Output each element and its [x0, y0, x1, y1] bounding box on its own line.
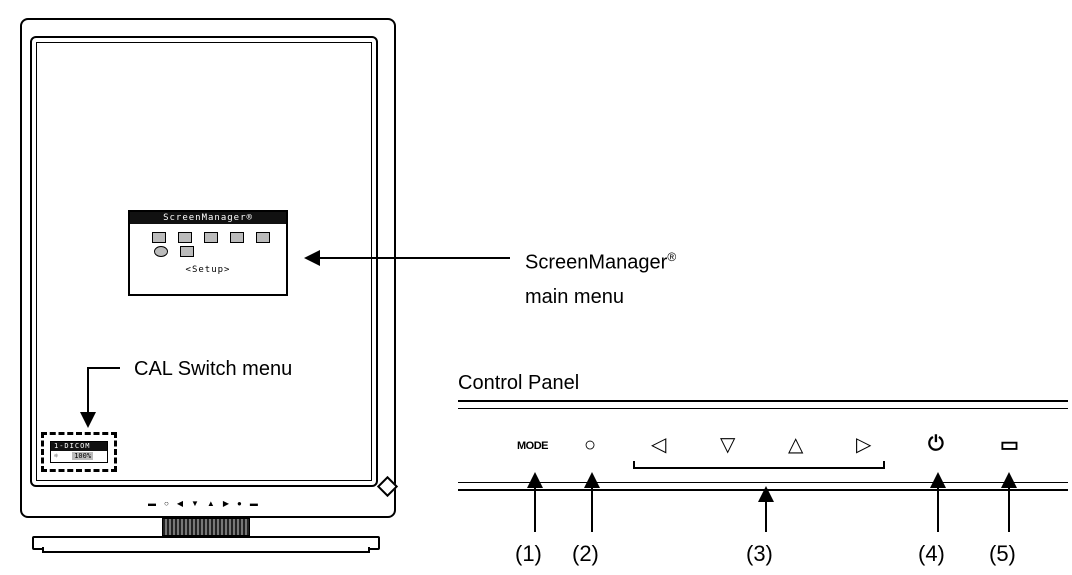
mode-button[interactable]: MODE	[517, 440, 549, 452]
brightness-value: 100%	[72, 452, 94, 460]
brightness-icon: ☼	[54, 452, 59, 460]
panel-top-rule	[458, 400, 1068, 402]
power-indicator-icon: ▭	[1000, 434, 1019, 456]
registered-mark: ®	[667, 250, 677, 264]
arrow-5	[1001, 472, 1017, 488]
label-4: (4)	[918, 541, 945, 566]
color-menu-icon	[152, 232, 166, 243]
information-menu-icon	[256, 232, 270, 243]
screenmanager-title: ScreenManager®	[130, 212, 286, 224]
cal-switch-highlight-box	[41, 432, 117, 472]
screen-menu-icon	[178, 232, 192, 243]
monitor-front-buttons: ▬ ○ ◀ ▼ ▲ ▶ ● ▬	[148, 499, 258, 509]
left-mini-icon: ◀	[176, 499, 183, 508]
right-mini-icon: ▶	[222, 499, 229, 508]
stand-neck	[162, 518, 250, 536]
exit-menu-icon	[180, 246, 194, 257]
cal-switch-mode: 1-DICOM	[51, 442, 107, 451]
label-2: (2)	[572, 541, 599, 566]
monitor-screen	[36, 42, 372, 481]
control-panel-title: Control Panel	[458, 372, 580, 394]
arrow-2	[584, 472, 600, 488]
panel-bottom-rule	[458, 489, 1068, 491]
panel-bottom-rule-thin	[458, 482, 1068, 483]
arrow-3	[758, 486, 774, 502]
screenmanager-callout-text: ScreenManager	[525, 251, 668, 274]
screenmanager-arrowhead	[304, 250, 320, 266]
label-5: (5)	[989, 541, 1016, 566]
screenmanager-main-menu: ScreenManager® <Setup>	[128, 210, 288, 296]
language-menu-icon	[154, 246, 168, 257]
screenmanager-callout-sub: main menu	[525, 286, 624, 308]
up-mini-icon: ▲	[206, 499, 215, 508]
powersave-menu-icon	[204, 232, 218, 243]
left-button-icon[interactable]: ◁	[651, 434, 667, 456]
screenmanager-callout-label: ScreenManager®	[525, 246, 676, 274]
cal-switch-arrowhead	[80, 412, 96, 428]
cal-switch-callout-label: CAL Switch menu	[134, 358, 293, 380]
up-button-icon[interactable]: △	[788, 434, 804, 456]
cal-switch-leader-line	[87, 367, 120, 414]
mode-mini-icon: ▬	[148, 499, 156, 508]
screenmanager-setup-label: <Setup>	[185, 265, 231, 275]
panel-top-rule-thin	[458, 408, 1068, 409]
power-mini-icon: ●	[237, 499, 242, 508]
enter-mini-icon: ○	[164, 499, 169, 508]
enter-button-icon[interactable]: ○	[584, 434, 597, 456]
cal-switch-menu: 1-DICOM ☼ 100%	[50, 441, 108, 463]
power-button-icon[interactable]: ⏻	[928, 433, 944, 455]
indicator-mini-icon: ▬	[249, 499, 258, 508]
arrow-4	[930, 472, 946, 488]
label-3: (3)	[746, 541, 773, 566]
arrow-1	[527, 472, 543, 488]
stand-base	[42, 547, 370, 553]
down-button-icon[interactable]: ▽	[720, 434, 736, 456]
monitor-screen-frame	[30, 36, 378, 487]
label-1: (1)	[515, 541, 542, 566]
arrow-buttons-bracket	[633, 461, 885, 469]
down-mini-icon: ▼	[191, 499, 199, 508]
right-button-icon[interactable]: ▷	[856, 434, 872, 456]
others-menu-icon	[230, 232, 244, 243]
